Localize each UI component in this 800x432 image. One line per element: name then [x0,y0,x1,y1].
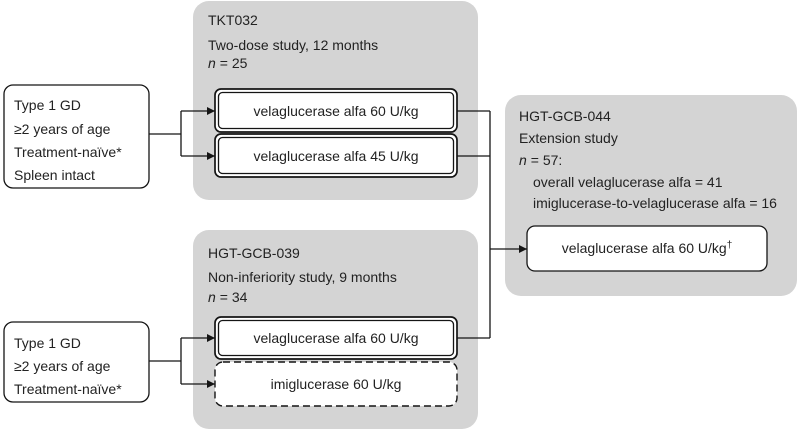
criteria-1-line-2: ≥2 years of age [14,121,111,137]
study-2-id: HGT-GCB-039 [208,245,300,261]
extension-sample-size: n= 57: [519,152,562,168]
extension-description: Extension study [519,130,618,146]
study-1-arm-2-label: velaglucerase alfa 45 U/kg [254,148,419,164]
extension-treatment-label: velaglucerase alfa 60 U/kg [562,240,727,256]
study-2-arm-2-label: imiglucerase 60 U/kg [271,376,402,392]
study-2-n-value: = 34 [220,289,248,305]
study-1-id: TKT032 [208,12,258,28]
study-1-arm-1: velaglucerase alfa 60 U/kg [214,88,458,133]
connectors-study-2-randomization [149,334,215,388]
study-2-description: Non-inferiority study, 9 months [208,269,397,285]
criteria-1-line-1: Type 1 GD [14,97,81,113]
study-1-arm-1-label: velaglucerase alfa 60 U/kg [254,103,419,119]
connector-arms-merge [457,110,491,339]
connectors-to-extension [457,110,527,339]
extension-treatment-text: velaglucerase alfa 60 U/kg† [562,240,733,256]
criteria-1-line-4: Spleen intact [14,167,95,183]
inclusion-criteria-box-1: Type 1 GD ≥2 years of age Treatment-naïv… [3,84,150,189]
inclusion-criteria-1-frame [3,84,150,189]
study-2-arm-1: velaglucerase alfa 60 U/kg [214,316,458,360]
criteria-2-line-1: Type 1 GD [14,335,81,351]
connector-criteria-1-trunk [149,111,182,156]
study-2-arm-1-label: velaglucerase alfa 60 U/kg [254,330,419,346]
extension-n-value: = 57: [531,152,563,168]
study-1-n-value: = 25 [220,55,248,71]
arm-box-inner-border [217,91,455,130]
study-2-n-symbol: n [208,289,216,305]
extension-treatment-box: velaglucerase alfa 60 U/kg† [526,225,768,272]
study-1-n-symbol: n [208,55,216,71]
inclusion-criteria-2-frame [3,321,150,403]
study-1-description: Two-dose study, 12 months [208,37,378,53]
extension-subgroup-2: imiglucerase-to-velaglucerase alfa = 16 [533,195,777,211]
study-1-sample-size: n= 25 [208,55,248,71]
connector-criteria-2-trunk [149,338,182,384]
extension-treatment-footnote-marker: † [727,240,733,251]
study-2-arm-2: imiglucerase 60 U/kg [214,361,458,407]
inclusion-criteria-box-2: Type 1 GD ≥2 years of age Treatment-naïv… [3,321,150,403]
study-2-sample-size: n= 34 [208,289,248,305]
extension-subgroup-1: overall velaglucerase alfa = 41 [533,174,723,190]
criteria-1-line-3: Treatment-naïve* [14,144,122,160]
extension-id: HGT-GCB-044 [519,108,611,124]
study-1-arm-2: velaglucerase alfa 45 U/kg [214,133,458,178]
arm-box-inner-border [217,136,455,175]
arm-box-inner-border [217,319,455,357]
connectors-study-1-randomization [149,107,215,160]
criteria-2-line-3: Treatment-naïve* [14,381,122,397]
criteria-2-line-2: ≥2 years of age [14,358,111,374]
extension-n-symbol: n [519,152,527,168]
